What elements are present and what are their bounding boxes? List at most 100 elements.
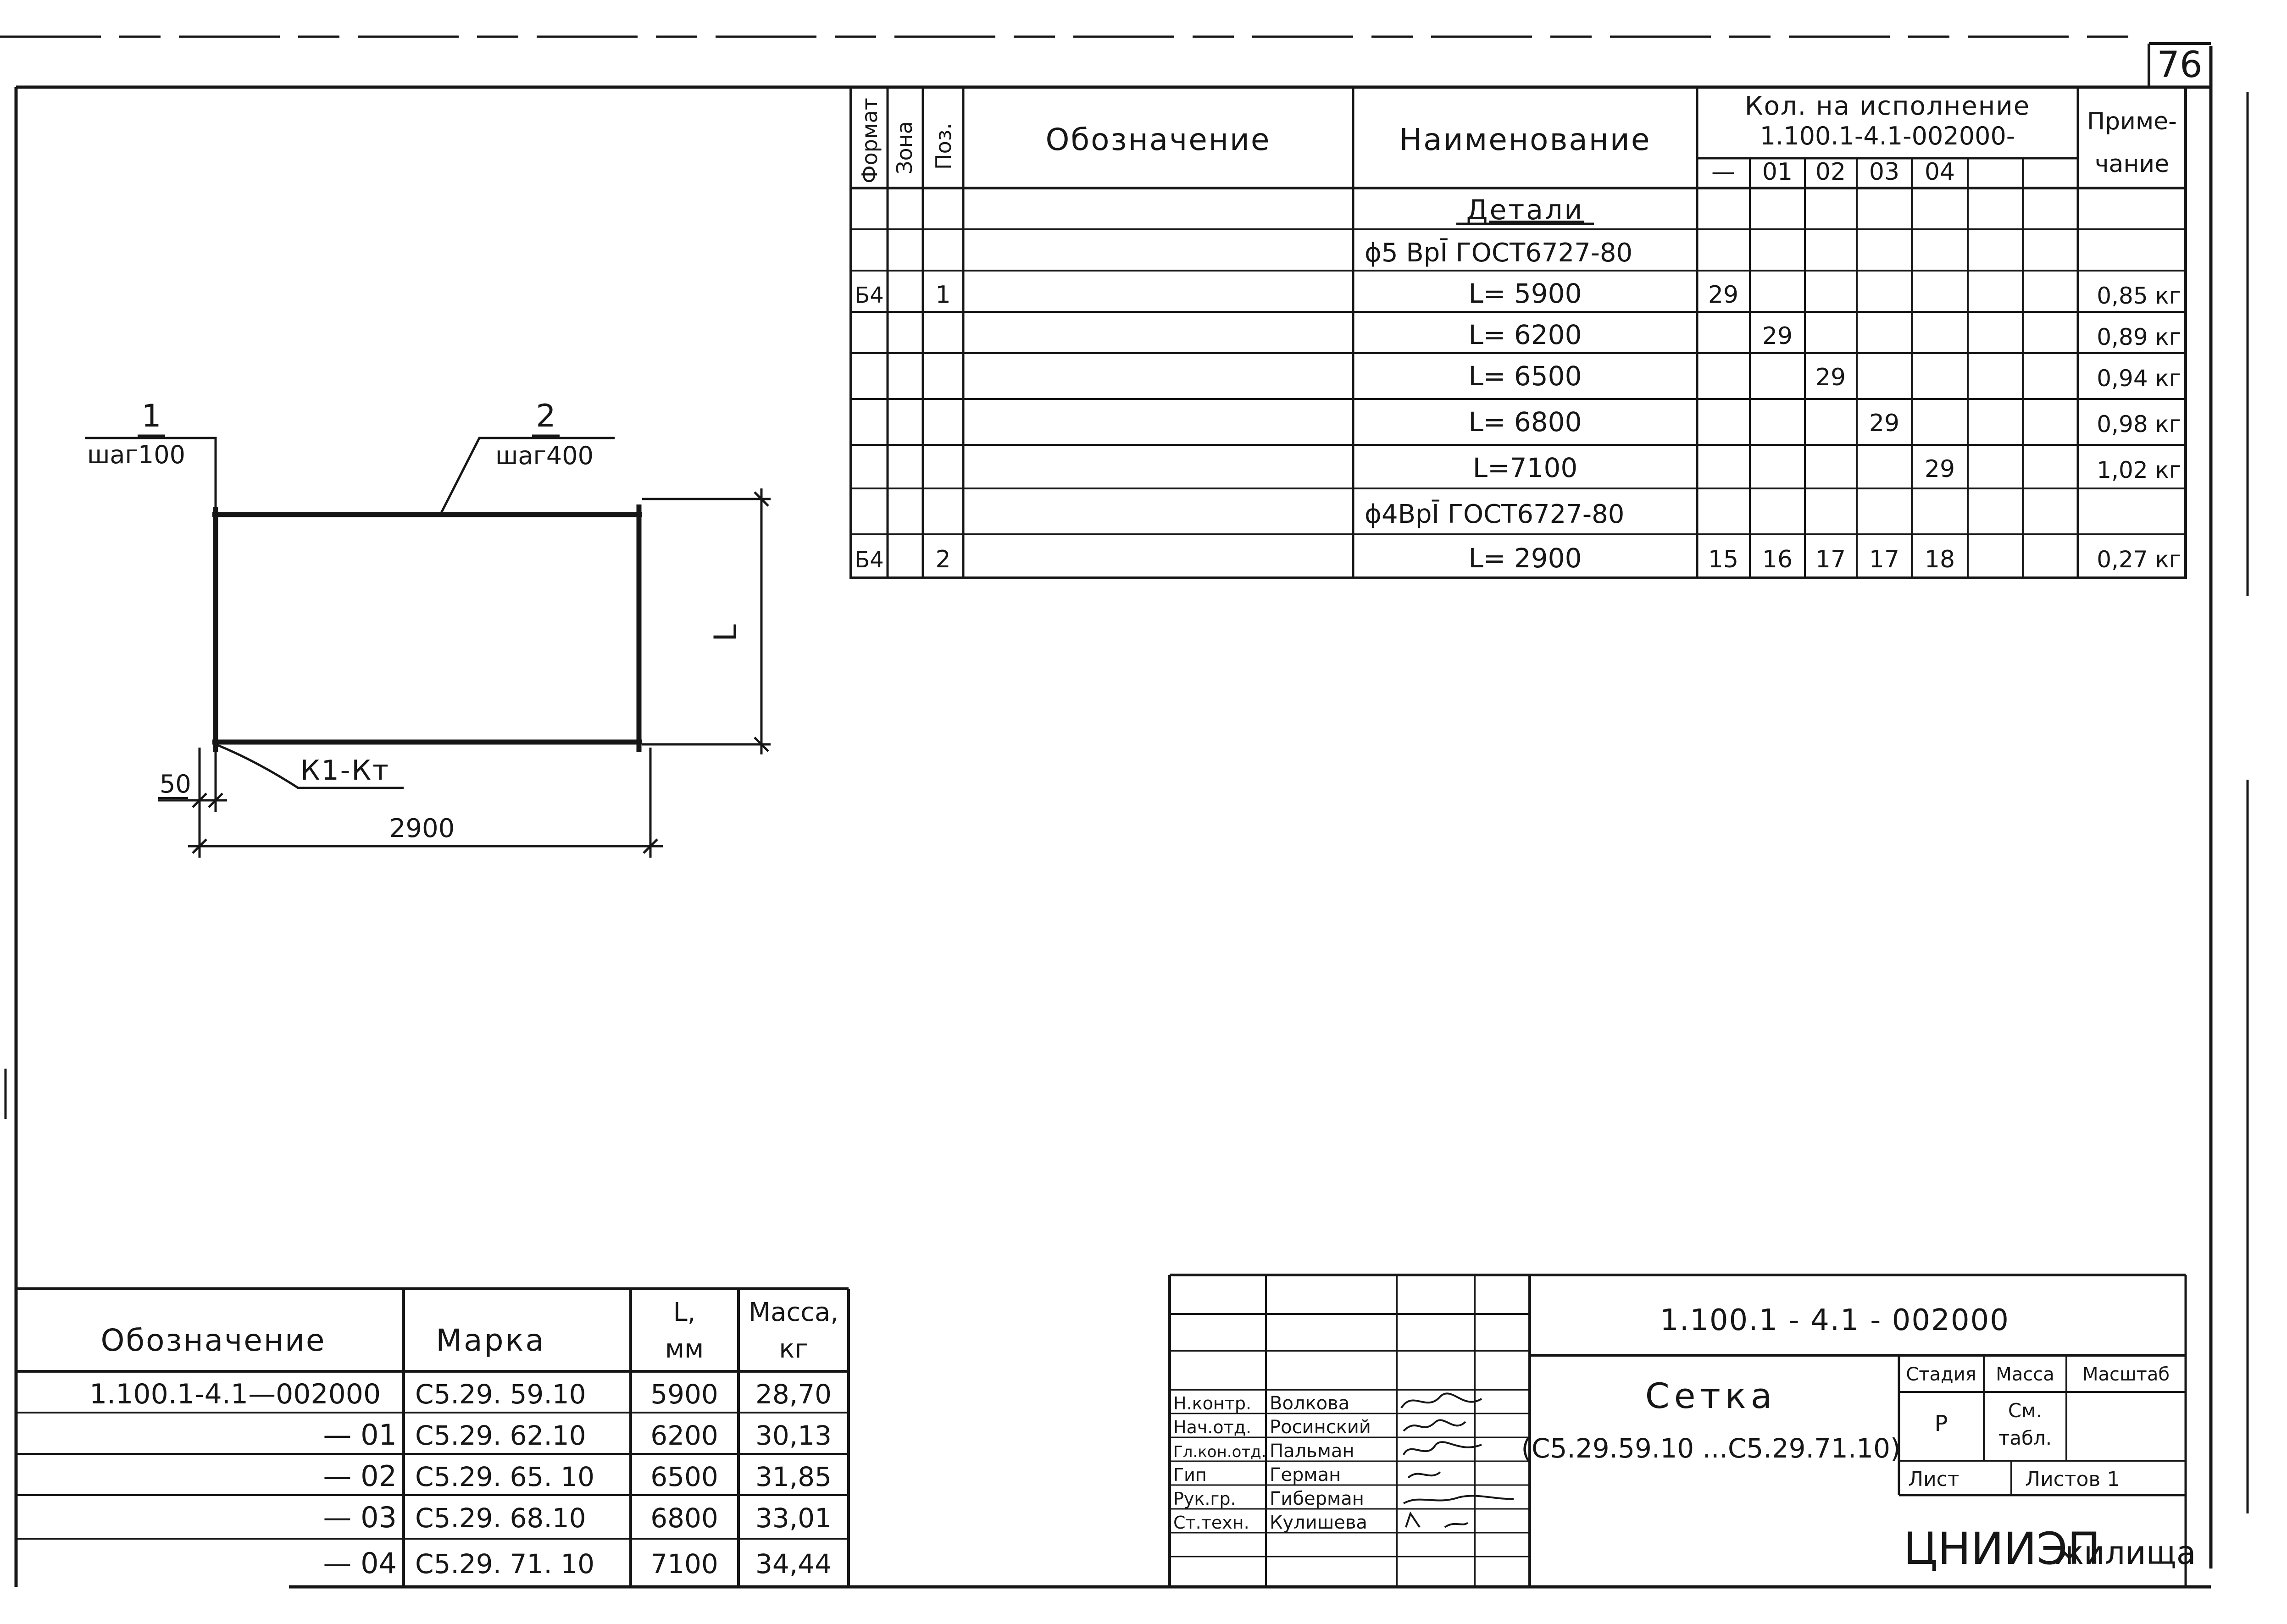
stage-label: Стадия — [1906, 1364, 1976, 1385]
document-number: 1.100.1 - 4.1 - 002000 — [1660, 1303, 2009, 1337]
mesh-drawing — [85, 437, 771, 858]
spec-row-name: ϕ5 ВрĪ ГОСТ6727-80 — [1365, 238, 1632, 268]
spec-row-name: L= 6500 — [1469, 360, 1582, 392]
spec-section-title: Детали — [1466, 194, 1584, 226]
spec-note: 0,94 кг — [2097, 365, 2181, 392]
sheet-number: 76 — [2157, 44, 2202, 86]
marks-row-mark: С5.29. 65. 10 — [415, 1461, 594, 1492]
spec-header-format: Формат — [857, 98, 882, 183]
spec-row-name: ϕ4ВрĪ ГОСТ6727-80 — [1365, 499, 1624, 529]
title-block — [1168, 1274, 2187, 1587]
marks-row-length: 6200 — [650, 1420, 718, 1451]
spec-qty: 29 — [1925, 455, 1955, 483]
drawing-title: Сетка — [1645, 1375, 1777, 1416]
spec-qty: 29 — [1708, 281, 1738, 309]
marks-header-mass-unit: кг — [779, 1334, 808, 1364]
spec-note: 0,85 кг — [2097, 283, 2181, 309]
staff-role: Гл.кон.отд. — [1173, 1443, 1266, 1461]
spec-note: 1,02 кг — [2097, 457, 2181, 483]
spec-header-zone: Зона — [892, 121, 917, 174]
dimension-50: 50 — [160, 770, 191, 798]
marks-row-mass: 30,13 — [755, 1420, 832, 1451]
organization-name: ЦНИИЭП — [1904, 1523, 2101, 1574]
dimension-width: 2900 — [389, 814, 455, 843]
spec-qty: 15 — [1708, 546, 1738, 573]
signatures — [1400, 1392, 1514, 1528]
spec-row-pos: 1 — [935, 281, 950, 309]
spec-header-note-2: чание — [2095, 150, 2169, 178]
spec-row-name: L= 5900 — [1469, 278, 1582, 309]
staff-name: Волкова — [1270, 1393, 1349, 1414]
marks-row-mass: 33,01 — [755, 1502, 832, 1534]
spec-header-note-1: Приме- — [2087, 108, 2177, 135]
marks-row-length: 6500 — [650, 1461, 718, 1492]
marks-row-designation: — 04 — [323, 1546, 397, 1580]
weld-label: К1-Кт — [300, 754, 390, 787]
position-2-number: 2 — [536, 398, 555, 434]
marks-row-mark: С5.29. 68.10 — [415, 1502, 586, 1534]
staff-name: Пальман — [1270, 1441, 1354, 1462]
specification-table — [849, 86, 2187, 579]
spec-row-name: L= 2900 — [1469, 543, 1582, 574]
marks-row-designation: — 02 — [323, 1459, 397, 1493]
variant-header: — — [1711, 158, 1735, 186]
spec-qty: 29 — [1815, 364, 1846, 391]
spec-header-pos: Поз. — [931, 123, 956, 170]
staff-name: Гиберман — [1270, 1488, 1364, 1509]
staff-role: Н.контр. — [1173, 1393, 1251, 1413]
spec-header-qty-title: Кол. на исполнение — [1745, 91, 2031, 121]
stage-value: Р — [1935, 1411, 1948, 1436]
spec-note: 0,27 кг — [2097, 546, 2181, 573]
marks-row-mass: 34,44 — [755, 1548, 832, 1580]
marks-row-length: 6800 — [650, 1502, 718, 1534]
marks-table — [16, 1287, 850, 1587]
position-1-number: 1 — [141, 398, 161, 434]
marks-row-mark: С5.29. 71. 10 — [415, 1548, 594, 1580]
marks-header-length-unit: мм — [665, 1334, 704, 1364]
mass-label: Масса — [1996, 1364, 2054, 1385]
mass-value: табл. — [1998, 1427, 2052, 1449]
drawing-subtitle: (С5.29.59.10 ...С5.29.71.10) — [1521, 1433, 1900, 1464]
marks-row-length: 7100 — [650, 1548, 718, 1580]
marks-row-mark: С5.29. 59.10 — [415, 1379, 586, 1410]
spec-row-format: Б4 — [855, 283, 883, 308]
spec-qty: 17 — [1869, 546, 1899, 573]
variant-header: 02 — [1815, 158, 1846, 186]
staff-name: Росинский — [1270, 1417, 1371, 1438]
organization-name-suffix: жилища — [2055, 1534, 2196, 1572]
mass-value: См. — [2008, 1399, 2042, 1422]
variant-header: 03 — [1869, 158, 1899, 186]
spec-header-designation: Обозначение — [1046, 122, 1271, 157]
marks-header-mark: Марка — [436, 1323, 546, 1358]
spec-row-name: L= 6800 — [1469, 406, 1582, 438]
spec-row-name: L= 6200 — [1469, 319, 1582, 350]
spec-row-name: L=7100 — [1473, 452, 1578, 483]
marks-header-length: L, — [673, 1297, 696, 1327]
staff-role: Рук.гр. — [1173, 1489, 1236, 1509]
spec-row-format: Б4 — [855, 547, 883, 573]
marks-row-length: 5900 — [650, 1379, 718, 1410]
spec-row-pos: 2 — [935, 546, 950, 573]
spec-qty: 17 — [1815, 546, 1846, 573]
marks-row-mass: 28,70 — [755, 1379, 832, 1410]
marks-header-mass: Масса, — [749, 1297, 838, 1327]
marks-row-designation: — 03 — [323, 1501, 397, 1534]
staff-name: Кулишева — [1270, 1512, 1367, 1533]
dimension-L: L — [708, 624, 744, 642]
spec-qty: 16 — [1762, 546, 1793, 573]
position-2-step: шаг400 — [495, 441, 594, 470]
spec-qty: 29 — [1762, 322, 1793, 350]
sheets-label: Листов 1 — [2025, 1468, 2120, 1491]
marks-row-designation: — 01 — [323, 1418, 397, 1452]
spec-qty: 18 — [1925, 546, 1955, 573]
spec-qty: 29 — [1869, 410, 1899, 437]
marks-row-mark: С5.29. 62.10 — [415, 1420, 586, 1451]
staff-role: Нач.отд. — [1173, 1417, 1251, 1437]
marks-row-mass: 31,85 — [755, 1461, 832, 1492]
sheet-label: Лист — [1908, 1468, 1959, 1491]
position-1-step: шаг100 — [87, 440, 185, 469]
spec-note: 0,98 кг — [2097, 411, 2181, 438]
spec-note: 0,89 кг — [2097, 324, 2181, 350]
variant-header: 04 — [1925, 158, 1955, 186]
